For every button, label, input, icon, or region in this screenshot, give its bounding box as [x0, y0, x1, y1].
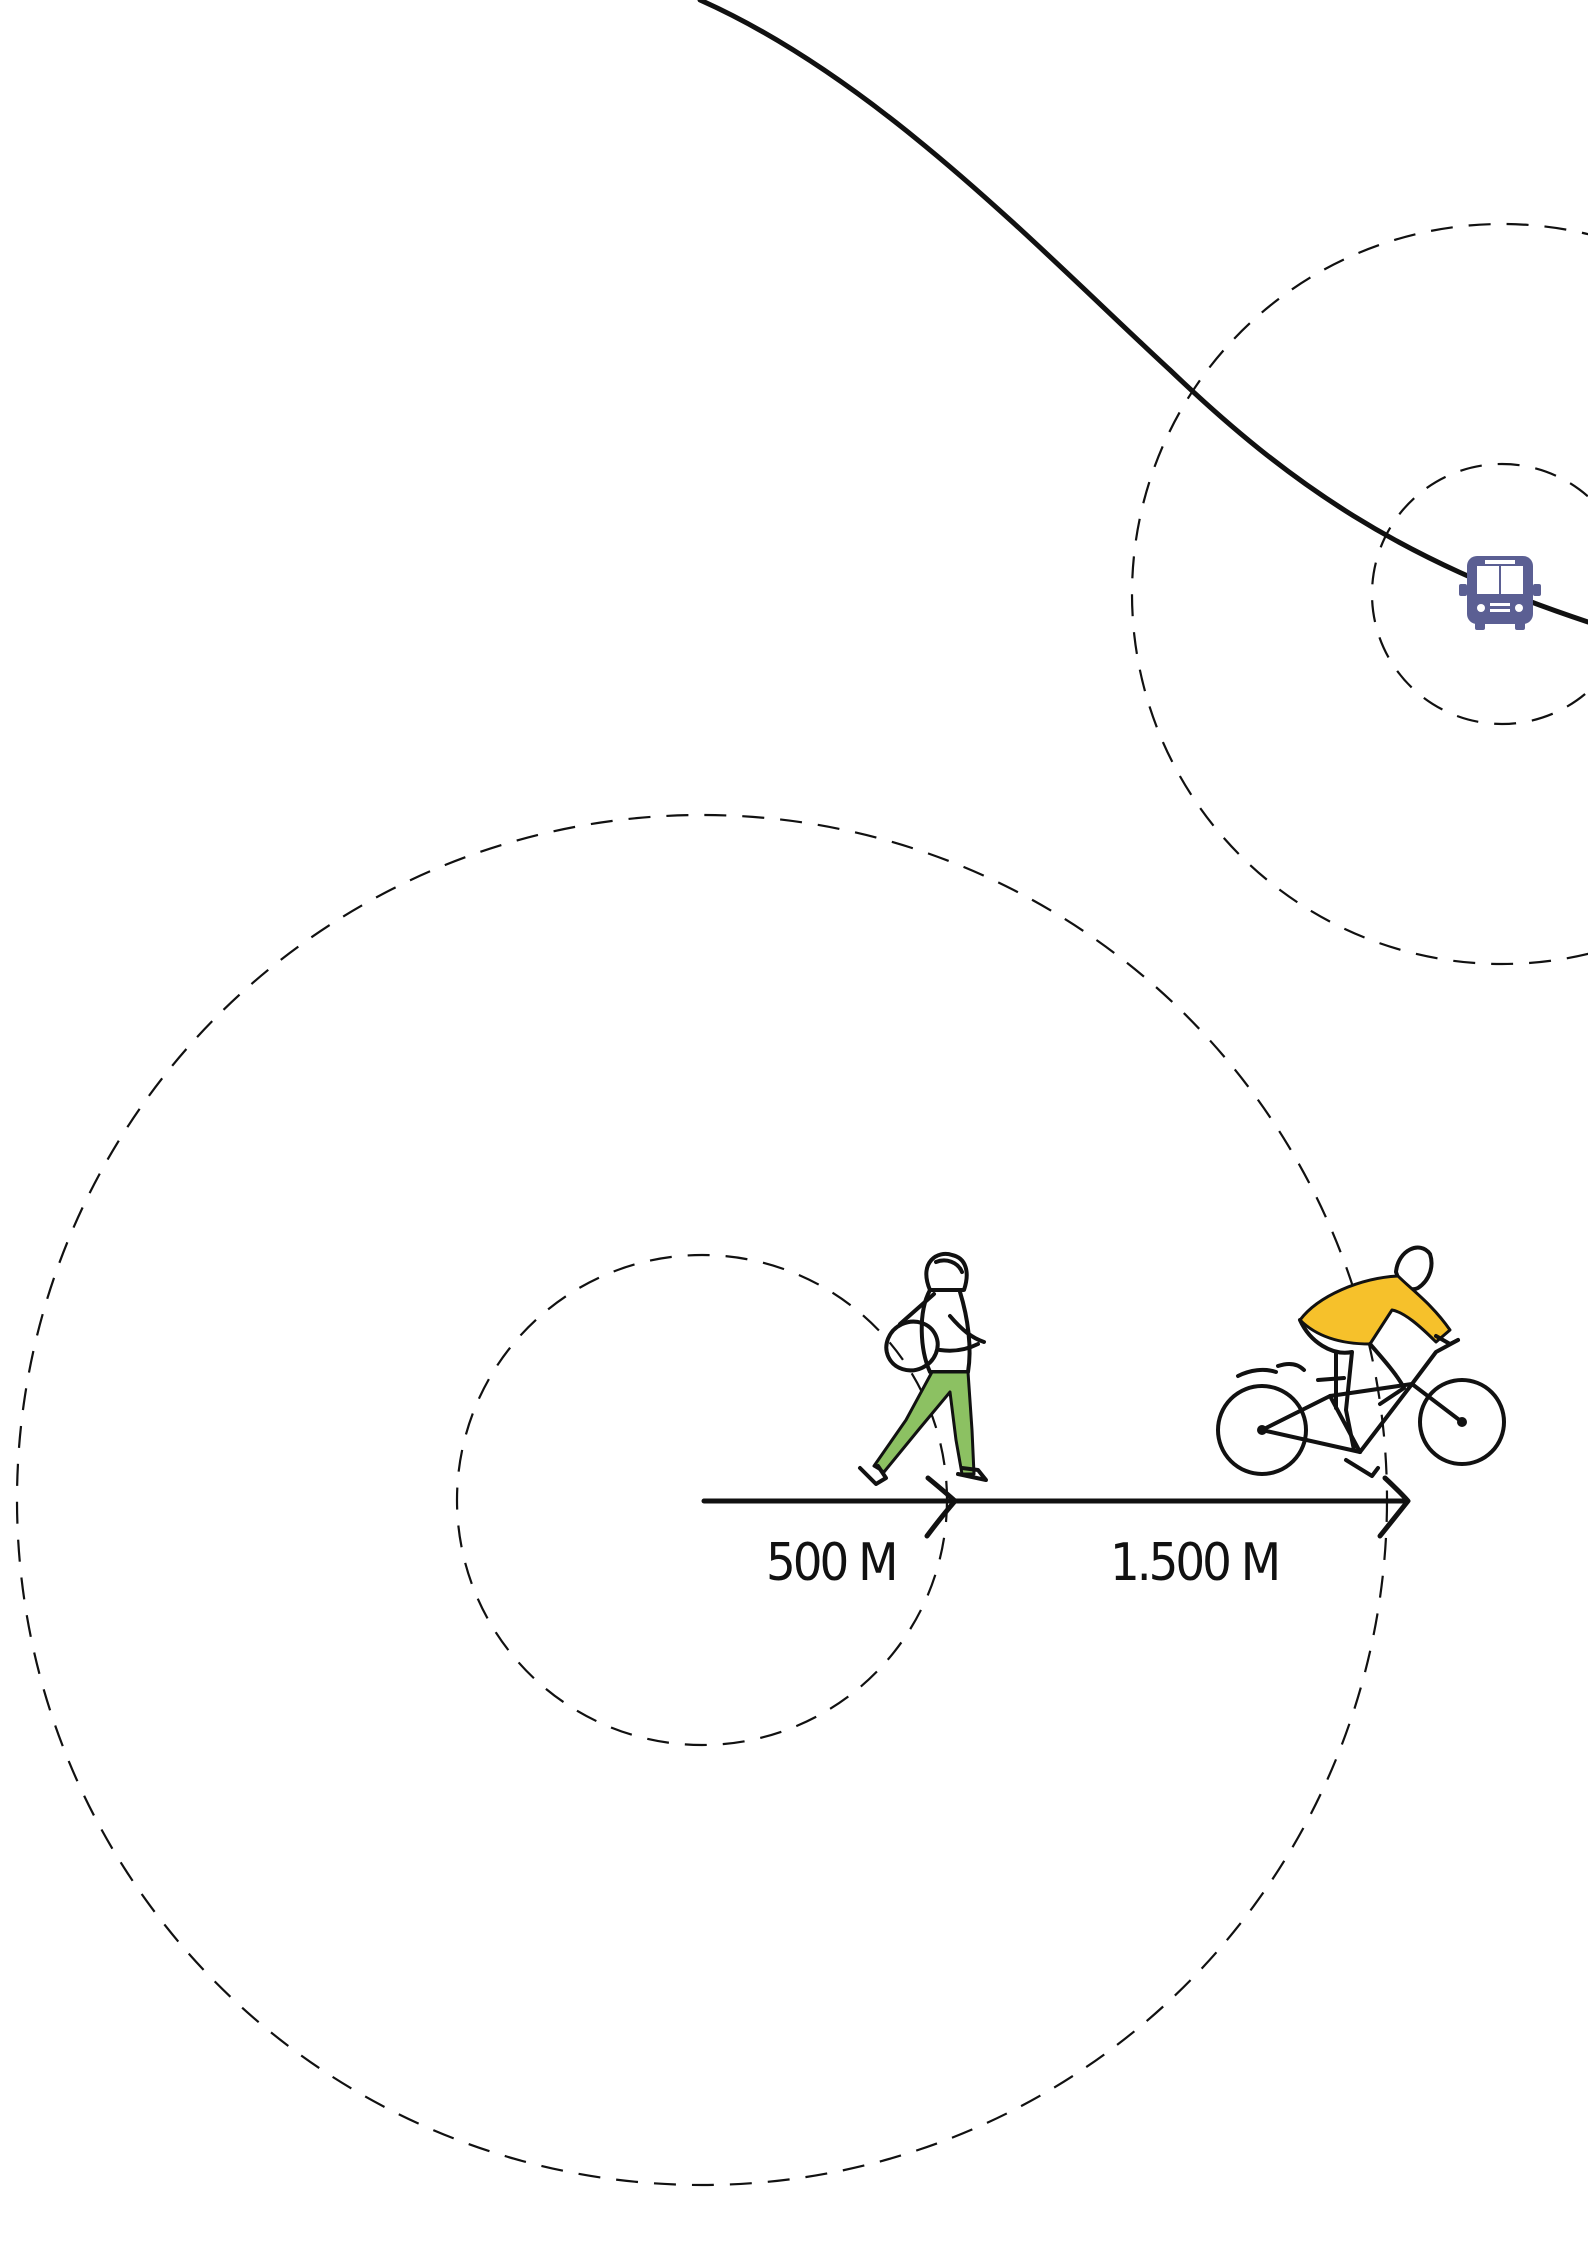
transit-route-line — [700, 0, 1588, 622]
bus-icon — [1459, 556, 1541, 630]
bike-distance-arrowhead — [1380, 1478, 1408, 1536]
walking-person-icon — [860, 1254, 986, 1484]
bike-distance-label: 1.500 M — [1110, 1533, 1278, 1593]
distance-axis — [704, 1478, 1408, 1536]
walk-distance-label: 500 M — [766, 1533, 896, 1593]
walk-distance-arrowhead — [927, 1478, 955, 1536]
cyclist-icon — [1218, 1248, 1504, 1476]
